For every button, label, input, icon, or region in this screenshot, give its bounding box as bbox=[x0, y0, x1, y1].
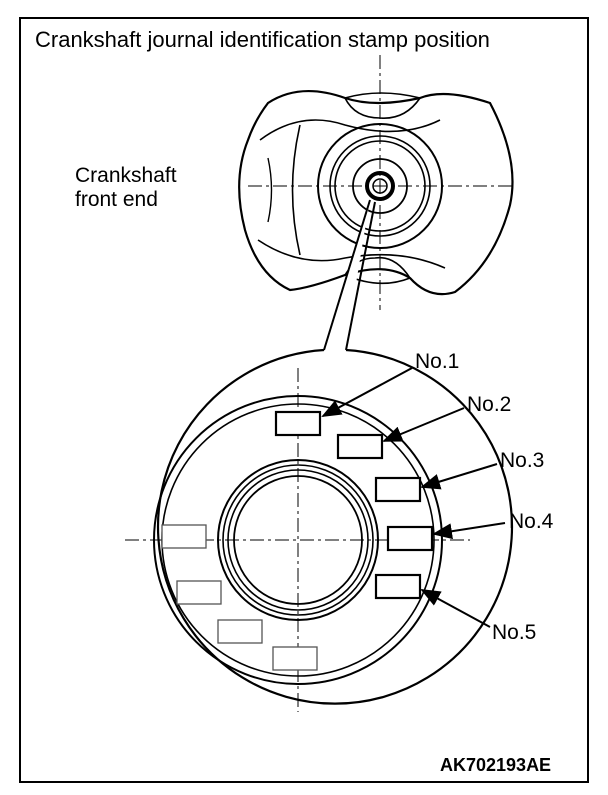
stamp-box-1 bbox=[274, 410, 322, 437]
figure-title: Crankshaft journal identification stamp … bbox=[35, 27, 490, 52]
faded-stamps bbox=[161, 524, 318, 671]
front-end-label-line1: Crankshaft bbox=[75, 164, 177, 187]
journal-stamps bbox=[274, 410, 434, 600]
figure-code: AK702193AE bbox=[440, 755, 551, 775]
faded-stamp-box bbox=[217, 619, 263, 644]
leader-no1 bbox=[321, 367, 413, 417]
front-end-label-line2: front end bbox=[75, 188, 158, 211]
figure-border bbox=[19, 17, 589, 783]
stamp-box-3 bbox=[374, 476, 422, 503]
leader-no3 bbox=[420, 463, 498, 490]
magnified-outer-circle bbox=[156, 348, 514, 705]
top-centerlines bbox=[248, 55, 515, 310]
journal-leaders bbox=[321, 367, 506, 628]
stamp-box-4 bbox=[386, 525, 434, 552]
faded-stamp-box bbox=[161, 524, 207, 549]
journal-label-no4: No.4 bbox=[509, 510, 554, 533]
faded-stamp-box bbox=[176, 580, 222, 605]
leader-no4 bbox=[432, 522, 506, 540]
journal-label-no2: No.2 bbox=[467, 393, 511, 416]
crankshaft-front-view bbox=[238, 90, 514, 296]
faded-stamp-box bbox=[272, 646, 318, 671]
leader-no5 bbox=[420, 589, 491, 628]
magnify-callout-right bbox=[345, 201, 376, 351]
journal-label-no1: No.1 bbox=[415, 350, 459, 373]
stamp-box-2 bbox=[336, 433, 384, 460]
stamp-box-5 bbox=[374, 573, 422, 600]
magnify-fill bbox=[158, 199, 513, 704]
magnify-callout-left bbox=[323, 199, 371, 351]
journal-label-no3: No.3 bbox=[500, 449, 544, 472]
leader-no2 bbox=[382, 407, 465, 442]
journal-label-no5: No.5 bbox=[492, 621, 536, 644]
